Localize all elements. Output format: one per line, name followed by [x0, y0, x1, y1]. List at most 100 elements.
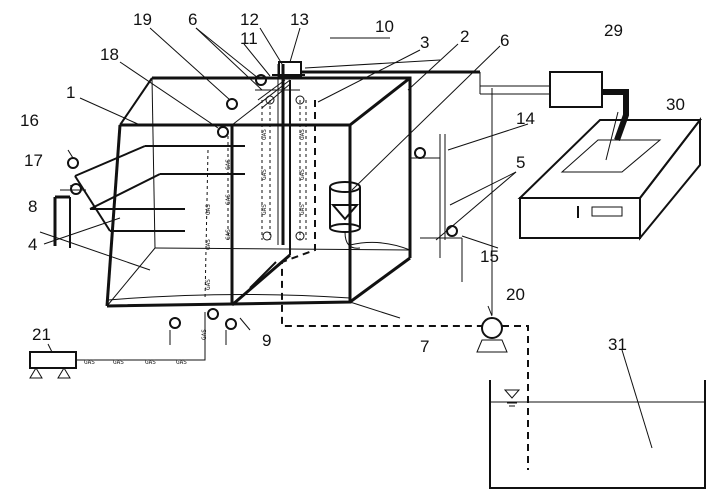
- manifold-link-2: [261, 83, 291, 109]
- electrode-assembly: [53, 145, 245, 248]
- leader-lines: [39, 27, 653, 449]
- cup-outlet: [344, 231, 361, 249]
- leader-8: [39, 231, 151, 271]
- label-29: 29: [604, 21, 623, 40]
- label-1: 1: [66, 83, 75, 102]
- tank-front-left-edge: [105, 124, 122, 307]
- label-30: 30: [666, 95, 685, 114]
- cylinder-foot-right: [57, 367, 71, 379]
- label-20: 20: [506, 285, 525, 304]
- label-6b: 6: [500, 31, 509, 50]
- electrode-plate-edge: [74, 175, 111, 232]
- label-31: 31: [608, 335, 627, 354]
- tank-hidden-back-bottom: [154, 247, 411, 251]
- water-level-marker: [503, 389, 521, 399]
- leader-9: [239, 317, 251, 331]
- cup-funnel: [330, 204, 360, 221]
- valve-inner-top-left: [265, 95, 275, 105]
- tank-hidden-back-left: [151, 77, 156, 249]
- valve-15: [446, 225, 458, 237]
- computer-screen: [560, 139, 662, 173]
- gas-column-1: [204, 149, 209, 301]
- computer-front: [519, 197, 641, 239]
- tank-floor-curve: [107, 293, 351, 301]
- valve-inner-left: [262, 231, 272, 241]
- label-14: 14: [516, 109, 535, 128]
- valve-9-left: [169, 317, 181, 329]
- gas-tag: GAS: [205, 204, 212, 215]
- main-tank: [105, 76, 412, 308]
- gas-tag: GAS: [225, 159, 232, 170]
- label-12: 12: [240, 10, 259, 29]
- gas-tag: GAS: [261, 169, 268, 180]
- leader-4: [43, 217, 121, 245]
- tank-top-right-edge: [349, 76, 411, 127]
- leader-6b: [351, 45, 501, 191]
- label-19: 19: [133, 10, 152, 29]
- label-9: 9: [262, 331, 271, 350]
- pump-base: [476, 339, 508, 353]
- valve-inner-top-right: [295, 95, 305, 105]
- valve-19: [226, 98, 238, 110]
- valve-6-top: [255, 74, 267, 86]
- pump-and-reservoir: [281, 88, 706, 489]
- valve-9-right: [225, 318, 237, 330]
- valve-16: [67, 157, 79, 169]
- label-10: 10: [375, 17, 394, 36]
- analyzer-cable: [602, 89, 629, 142]
- gas-columns: GAS GAS GAS GAS GAS GAS GAS GAS GAS GAS …: [201, 64, 307, 340]
- pump-20: [481, 317, 503, 339]
- leader-12: [259, 27, 283, 65]
- gas-tag: GAS: [205, 279, 212, 290]
- partition-wall: [230, 79, 291, 307]
- leader-6a-1: [195, 27, 259, 79]
- tank-hidden-bottom-left: [106, 247, 156, 307]
- partition-slot: [249, 261, 277, 289]
- gas-cylinder: [29, 351, 77, 369]
- electrode-plate-2: [89, 173, 161, 210]
- leader-30: [605, 111, 619, 161]
- reservoir-31: [489, 380, 706, 489]
- gas-tag: GAS: [299, 169, 306, 180]
- partition-bottom-edge: [231, 253, 291, 307]
- label-15: 15: [480, 247, 499, 266]
- label-17: 17: [24, 151, 43, 170]
- leader-31: [621, 349, 653, 449]
- leader-21: [47, 343, 53, 353]
- label-7: 7: [420, 337, 429, 356]
- label-2: 2: [460, 27, 469, 46]
- gas-tag: GAS: [261, 129, 268, 140]
- tank-top-left-edge: [119, 77, 153, 126]
- label-21: 21: [32, 325, 51, 344]
- gas-supply-21: GAS GAS GAS GAS: [29, 312, 206, 379]
- leader-13: [289, 27, 301, 63]
- label-18: 18: [100, 45, 119, 64]
- leader-5-1: [449, 171, 517, 206]
- gas-supply-line: [76, 312, 206, 361]
- leader-5-2: [435, 171, 517, 241]
- computer-drive: [591, 206, 623, 217]
- top-manifold: [255, 59, 480, 109]
- gas-tag: GAS: [113, 359, 124, 366]
- leader-14: [447, 123, 529, 151]
- label-16: 16: [20, 111, 39, 130]
- leader-3: [317, 49, 421, 103]
- leader-2: [407, 43, 459, 91]
- label-11: 11: [240, 29, 258, 48]
- leader-15: [461, 235, 499, 249]
- electrode-plate-1: [74, 145, 146, 177]
- valve-9-mid: [207, 308, 219, 320]
- gas-analyzer-29: [549, 71, 603, 108]
- computer-30: [517, 117, 703, 241]
- gas-tag: GAS: [145, 359, 156, 366]
- valve-14: [414, 147, 426, 159]
- leader-17: [69, 183, 77, 187]
- computer-top: [517, 119, 703, 199]
- label-8: 8: [28, 197, 37, 216]
- tank-back-face: [152, 76, 412, 258]
- label-6a: 6: [188, 10, 197, 29]
- return-dash-line: [502, 325, 529, 470]
- tank-bottom-right-edge: [349, 256, 411, 304]
- computer-side: [639, 117, 701, 241]
- leader-20: [487, 305, 493, 317]
